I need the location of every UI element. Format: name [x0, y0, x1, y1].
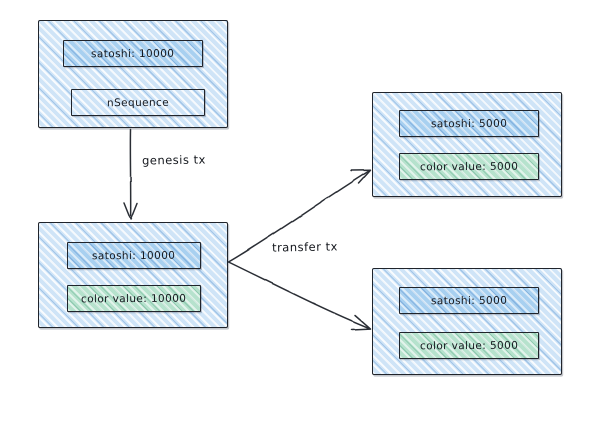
color-value-field-label: color value: 5000	[419, 160, 519, 173]
genesis-output-transaction[interactable]: satoshi: 10000 color value: 10000	[38, 222, 228, 328]
satoshi-field[interactable]: satoshi: 10000	[67, 242, 201, 269]
satoshi-field[interactable]: satoshi: 10000	[63, 40, 203, 67]
color-value-field-label: color value: 10000	[81, 292, 187, 305]
genesis-tx-label: genesis tx	[141, 152, 207, 168]
genesis-tx-arrow-shape	[123, 128, 138, 221]
nsequence-field-label: nSequence	[106, 96, 170, 109]
transfer-output-transaction-top[interactable]: satoshi: 5000 color value: 5000	[372, 92, 562, 197]
genesis-input-transaction[interactable]: satoshi: 10000 nSequence	[38, 20, 228, 128]
satoshi-field-label: satoshi: 5000	[430, 294, 508, 307]
transfer-tx-label: transfer tx	[271, 239, 339, 255]
color-value-field[interactable]: color value: 10000	[67, 285, 201, 312]
color-value-field[interactable]: color value: 5000	[399, 153, 539, 180]
satoshi-field-label: satoshi: 5000	[430, 117, 508, 130]
satoshi-field-label: satoshi: 10000	[92, 249, 176, 262]
transfer-output-transaction-bottom[interactable]: satoshi: 5000 color value: 5000	[372, 268, 562, 375]
nsequence-field[interactable]: nSequence	[71, 89, 205, 116]
color-value-field[interactable]: color value: 5000	[399, 332, 539, 359]
satoshi-field-label: satoshi: 10000	[91, 47, 175, 60]
transfer-tx-arrow-bottom-shape	[227, 261, 372, 331]
satoshi-field[interactable]: satoshi: 5000	[399, 287, 539, 314]
color-value-field-label: color value: 5000	[419, 339, 519, 352]
satoshi-field[interactable]: satoshi: 5000	[399, 110, 539, 137]
